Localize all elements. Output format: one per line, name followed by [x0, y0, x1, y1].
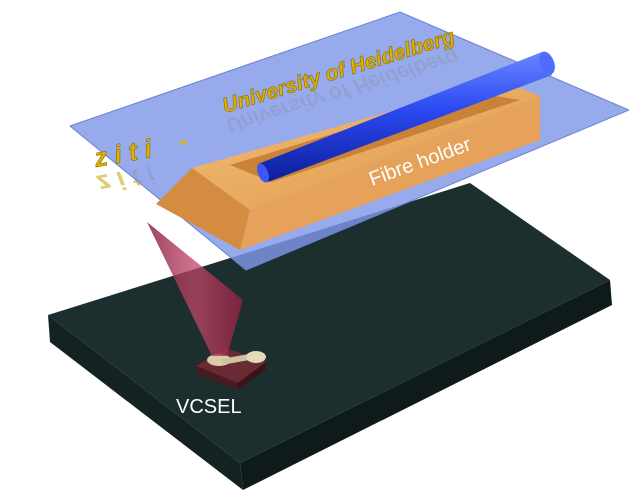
- ziti-logo-text: z i t i: [91, 133, 155, 173]
- optical-fibre: [257, 51, 555, 183]
- substrate-left-face: [48, 315, 243, 490]
- vcsel-label: VCSEL: [176, 396, 242, 418]
- fibre-holder-side: [240, 96, 540, 250]
- fibre-holder-end-face: [156, 168, 250, 250]
- substrate-right-face: [240, 280, 612, 490]
- substrate-block: [48, 183, 612, 490]
- substrate-top: [48, 183, 610, 463]
- light-cone: [147, 222, 243, 356]
- vcsel-chip: [196, 348, 266, 390]
